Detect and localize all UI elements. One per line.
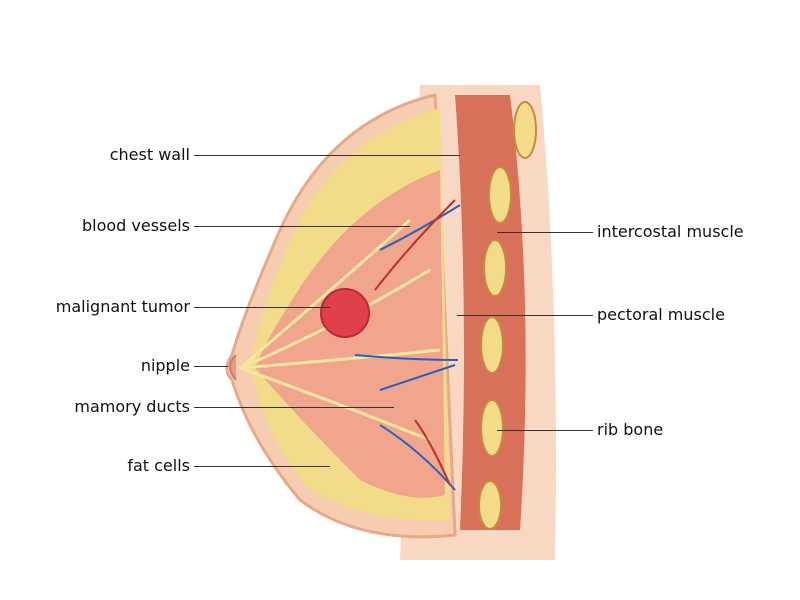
leader-line-pectoral-muscle — [457, 315, 593, 316]
leader-line-nipple — [194, 366, 228, 367]
muscle-layer — [455, 95, 526, 530]
leader-line-mamory-ducts — [194, 407, 394, 408]
malignant-tumor — [320, 288, 370, 338]
label-pectoral-muscle: pectoral muscle — [597, 305, 725, 324]
label-fat-cells: fat cells — [127, 456, 190, 475]
label-blood-vessels: blood vessels — [81, 216, 190, 235]
rib-bones — [478, 101, 537, 530]
leader-line-malignant-tumor — [194, 307, 330, 308]
leader-line-blood-vessels — [194, 226, 410, 227]
leader-line-chest-wall — [194, 155, 460, 156]
label-malignant-tumor: malignant tumor — [55, 297, 190, 316]
leader-line-rib-bone — [497, 430, 593, 431]
label-nipple: nipple — [140, 356, 190, 375]
label-mamory-ducts: mamory ducts — [74, 397, 190, 416]
leader-line-fat-cells — [194, 466, 330, 467]
label-intercostal-muscle: intercostal muscle — [597, 222, 744, 241]
blood-vessels — [354, 199, 461, 491]
nipple — [229, 354, 237, 381]
leader-line-intercostal-muscle — [497, 232, 593, 233]
label-rib-bone: rib bone — [597, 420, 664, 439]
label-chest-wall: chest wall — [109, 145, 190, 164]
